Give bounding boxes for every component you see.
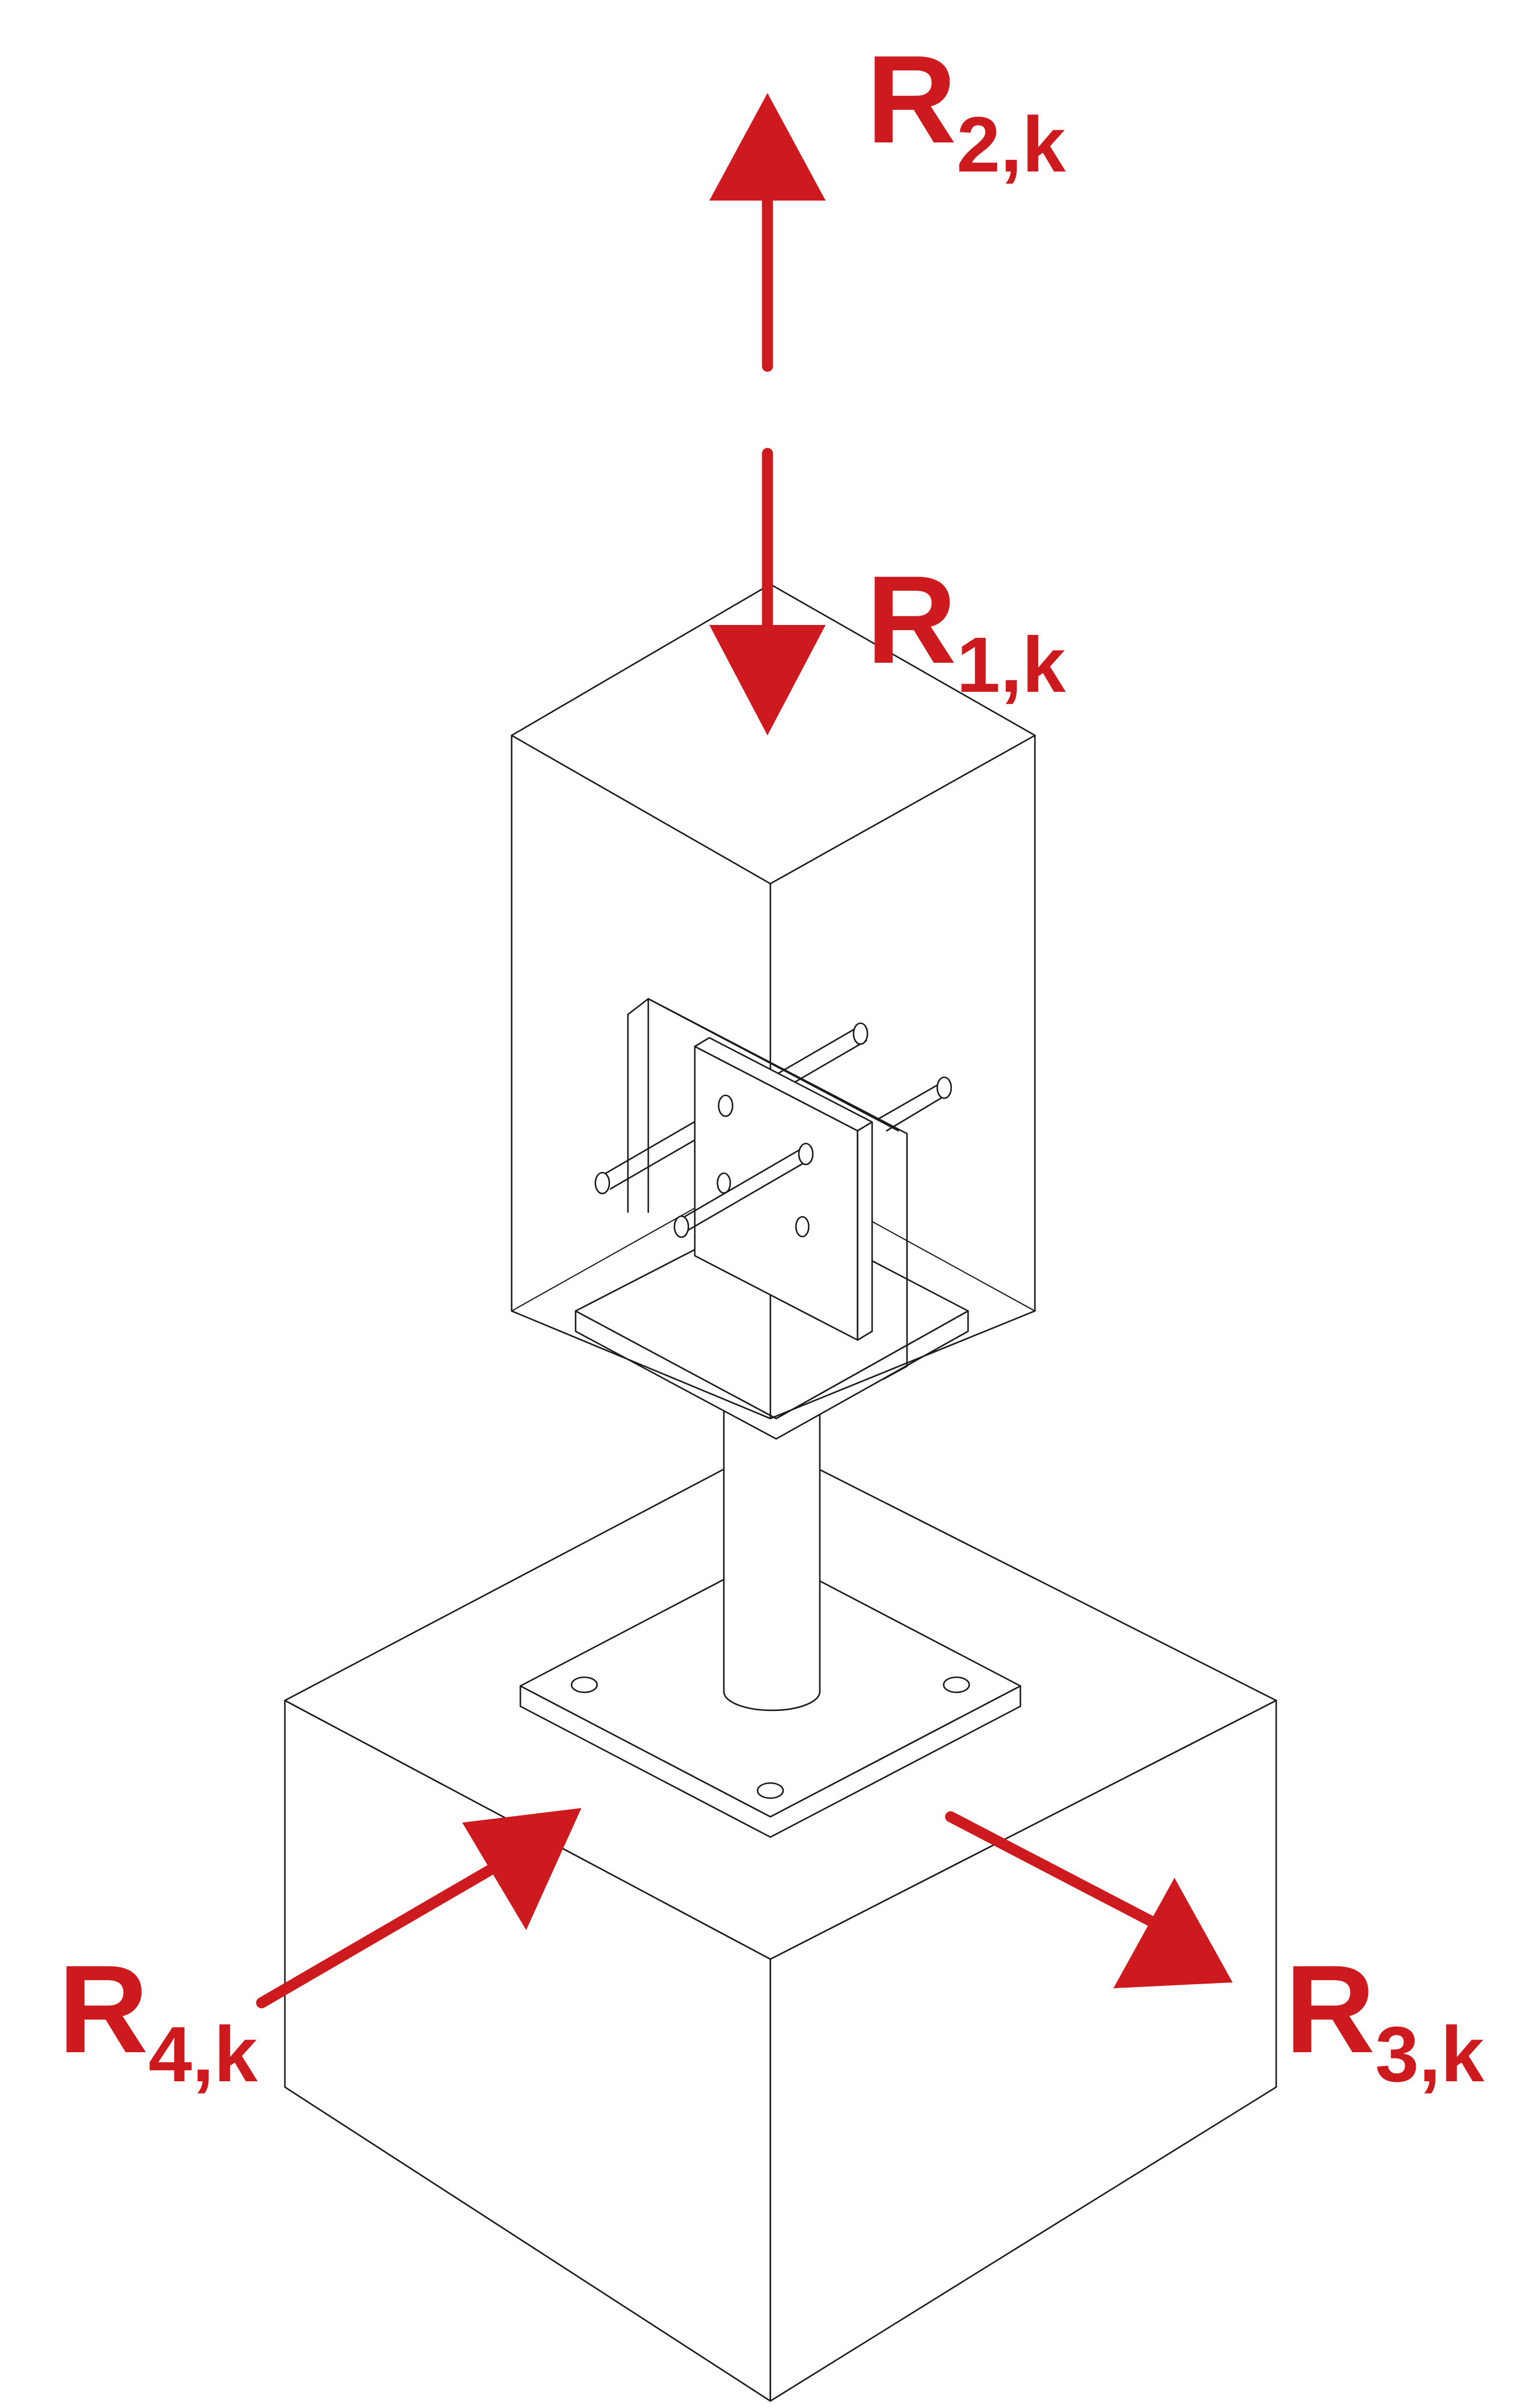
steel-tube (723, 1400, 821, 1712)
label-r3: R3,k (1285, 1939, 1485, 2098)
force-labels: R2,k R1,k R4,k R3,k (58, 29, 1485, 2098)
force-r4-shaft (256, 1852, 517, 2009)
force-r3-head (1113, 1878, 1233, 1988)
force-arrow-r4 (256, 1808, 581, 2009)
bolt-hole-back-right (942, 1676, 970, 1694)
force-arrow-r3 (945, 1811, 1233, 1988)
tube-body (724, 1419, 820, 1692)
connector-fin (594, 998, 952, 1380)
bolt-hole-front (756, 1782, 784, 1799)
force-r1-head (709, 625, 826, 735)
foundation-right-face (769, 1699, 1277, 2402)
force-arrows (256, 93, 1233, 2009)
label-r4: R4,k (58, 1939, 258, 2098)
force-r2-head (709, 93, 826, 201)
force-arrow-r2 (709, 93, 826, 372)
label-r1: R1,k (866, 549, 1066, 709)
force-r3-shaft (945, 1811, 1163, 1930)
label-r2: R2,k (866, 29, 1066, 188)
force-arrow-r1 (709, 448, 826, 735)
force-r4-head (462, 1808, 581, 1930)
bolt-hole-back-left (570, 1676, 598, 1694)
